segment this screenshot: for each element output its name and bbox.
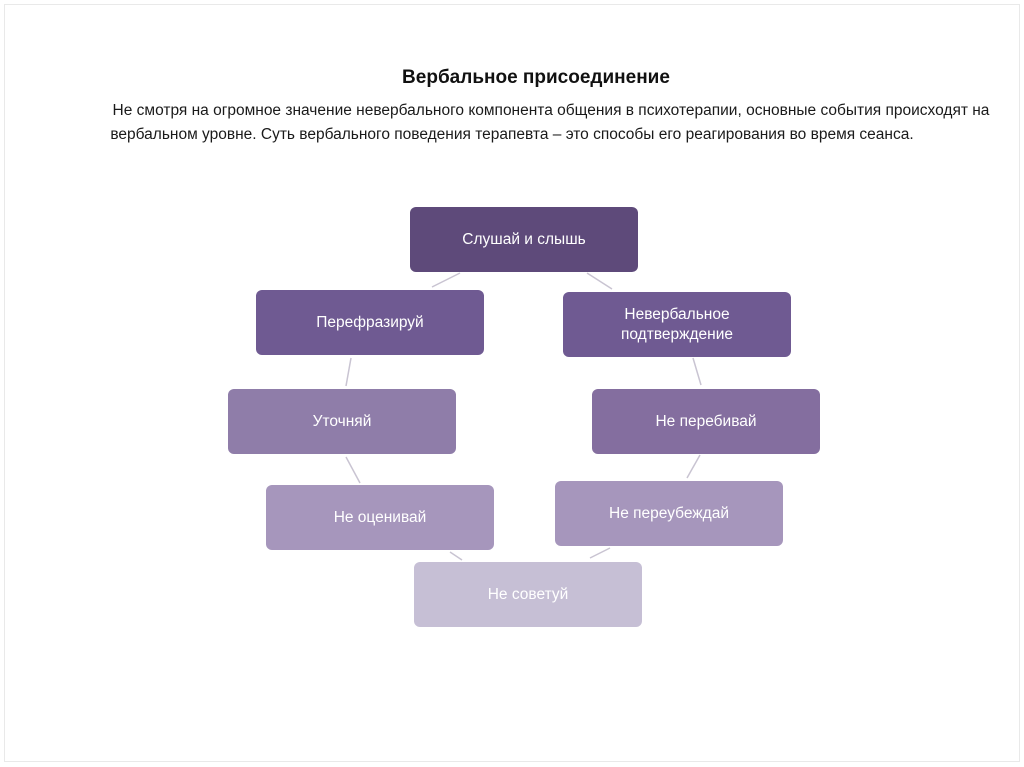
node-paraphrase: Перефразируй	[256, 290, 484, 355]
node-do-not-interrupt: Не перебивай	[592, 389, 820, 454]
node-label: Невербальное подтверждение	[621, 305, 733, 343]
connector-n1-n2	[586, 272, 613, 290]
node-do-not-persuade: Не переубеждай	[555, 481, 783, 546]
node-nonverbal-confirmation: Невербальное подтверждение	[563, 292, 791, 357]
connector-n4-n5	[589, 547, 611, 559]
connector-n7-n8	[345, 357, 352, 387]
node-label: Не перебивай	[655, 412, 757, 430]
slide-frame	[4, 4, 1020, 762]
slide-title: Вербальное присоединение	[402, 67, 670, 88]
connector-n8-n1	[431, 272, 461, 288]
paragraph-text: Не смотря на огромное значение невербаль…	[110, 102, 990, 143]
connector-n3-n4	[686, 454, 701, 479]
node-do-not-evaluate: Не оценивай	[266, 485, 494, 550]
node-clarify: Уточняй	[228, 389, 456, 454]
node-label: Не переубеждай	[609, 504, 729, 522]
node-label: Не советуй	[487, 585, 569, 603]
node-label: Перефразируй	[316, 313, 424, 331]
node-label: Уточняй	[312, 412, 372, 430]
node-label: Не оценивай	[333, 508, 427, 526]
connector-n2-n3	[692, 357, 702, 386]
node-listen-and-hear: Слушай и слышь	[410, 207, 638, 272]
connector-n6-n7	[345, 456, 361, 484]
node-label: Слушай и слышь	[462, 230, 586, 248]
node-do-not-advise: Не советуй	[414, 562, 642, 627]
connector-n5-n6	[449, 551, 463, 561]
slide-paragraph: Не смотря на огромное значение невербаль…	[6, 99, 1018, 147]
